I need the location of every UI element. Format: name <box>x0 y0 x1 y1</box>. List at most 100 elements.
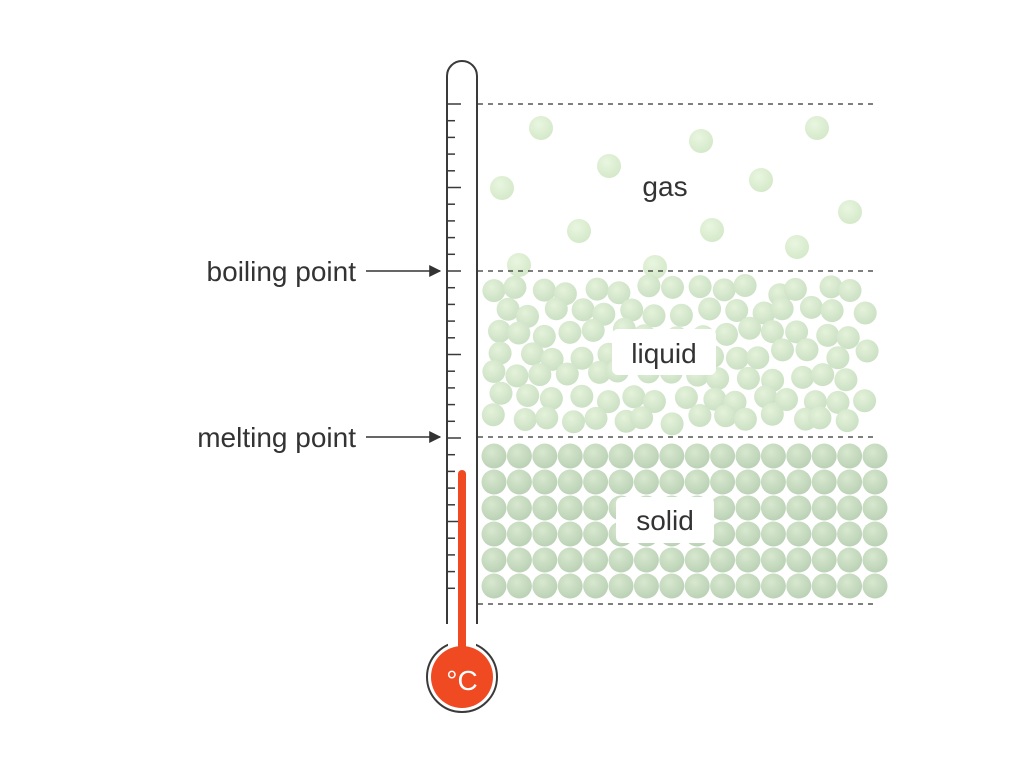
solid-particle <box>608 573 634 599</box>
solid-particle <box>557 547 583 573</box>
solid-particle <box>786 521 812 547</box>
solid-particle <box>786 547 812 573</box>
boiling-point-label: boiling point <box>207 256 357 287</box>
liquid-particle <box>736 366 760 390</box>
liquid-particle <box>674 386 698 409</box>
solid-particle <box>633 573 659 599</box>
liquid-particle <box>488 341 512 365</box>
gas-particle <box>805 116 829 140</box>
liquid-particle <box>816 323 840 347</box>
liquid-particle <box>571 298 595 322</box>
liquid-particle <box>581 318 605 342</box>
gas-particle <box>529 116 553 140</box>
solid-particle <box>481 547 507 573</box>
liquid-particle <box>660 412 684 436</box>
liquid-particle <box>826 390 850 414</box>
solid-particle <box>532 573 558 599</box>
liquid-particle <box>521 342 544 366</box>
solid-particle <box>608 443 634 469</box>
liquid-particle <box>783 277 807 301</box>
solid-particle <box>760 495 786 521</box>
solid-particle <box>532 443 558 469</box>
solid-particle <box>735 495 761 521</box>
liquid-particle <box>733 274 757 297</box>
liquid-particle <box>516 384 540 407</box>
solid-particle <box>557 469 583 495</box>
liquid-particle <box>620 298 644 322</box>
solid-particle <box>837 495 863 521</box>
liquid-particle <box>688 404 712 427</box>
gas-particle <box>700 218 724 242</box>
liquid-label-group: liquid <box>612 329 716 375</box>
liquid-particle <box>503 275 527 299</box>
liquid-particle <box>528 363 552 387</box>
solid-particle <box>786 443 812 469</box>
liquid-particle <box>482 360 506 383</box>
liquid-particle <box>820 299 844 323</box>
solid-particle <box>532 547 558 573</box>
solid-particle <box>760 573 786 599</box>
liquid-particle <box>661 275 684 299</box>
liquid-label-bg <box>612 329 716 375</box>
liquid-particle <box>588 360 611 384</box>
solid-label-group: solid <box>616 497 714 543</box>
solid-particle <box>583 495 609 521</box>
gas-particle <box>643 255 667 279</box>
solid-particle <box>506 521 532 547</box>
solid-particle <box>786 469 812 495</box>
solid-particle <box>557 495 583 521</box>
liquid-particle <box>642 390 666 413</box>
solid-particle <box>811 469 837 495</box>
liquid-particle <box>669 303 693 327</box>
melting-point-label: melting point <box>197 422 356 453</box>
thermometer-scale <box>447 103 461 590</box>
celsius-unit-label: °C <box>446 665 477 696</box>
boiling-point-annotation: boiling point <box>207 256 442 287</box>
solid-particle <box>506 469 532 495</box>
solid-particle <box>710 469 736 495</box>
liquid-particle <box>853 389 877 413</box>
liquid-particle <box>855 339 879 363</box>
liquid-particle <box>539 387 563 410</box>
solid-particle <box>684 573 710 599</box>
liquid-particle <box>715 322 738 346</box>
liquid-particle <box>489 381 513 405</box>
gas-particle <box>567 219 591 243</box>
liquid-particle <box>482 279 506 303</box>
solid-particle <box>786 495 812 521</box>
solid-particle <box>710 573 736 599</box>
solid-particle <box>659 573 685 599</box>
solid-particle <box>659 547 685 573</box>
solid-particle <box>481 495 507 521</box>
liquid-particle <box>785 320 809 344</box>
liquid-particle <box>725 299 749 322</box>
solid-particle <box>481 521 507 547</box>
solid-particle <box>760 443 786 469</box>
solid-particle <box>837 443 863 469</box>
solid-particle <box>710 547 736 573</box>
liquid-particle <box>555 362 579 386</box>
solid-particle <box>862 495 888 521</box>
liquid-particle <box>826 346 850 370</box>
gas-particle <box>689 129 713 153</box>
liquid-particle <box>481 403 505 427</box>
solid-particle <box>659 443 685 469</box>
solid-particle <box>862 547 888 573</box>
liquid-particle <box>513 408 537 431</box>
solid-particle <box>811 521 837 547</box>
liquid-particle <box>703 387 727 411</box>
liquid-particle <box>760 320 784 344</box>
liquid-particle <box>712 278 736 302</box>
liquid-particle <box>746 346 770 370</box>
liquid-particle <box>562 410 585 434</box>
solid-particle <box>633 443 659 469</box>
liquid-particle <box>507 321 531 345</box>
solid-particles <box>481 443 888 599</box>
liquid-particle <box>698 297 722 321</box>
solid-particle <box>811 547 837 573</box>
thermometer-bulb <box>431 646 493 708</box>
liquid-particle <box>544 297 568 321</box>
solid-particle <box>837 547 863 573</box>
liquid-particle <box>570 346 594 370</box>
